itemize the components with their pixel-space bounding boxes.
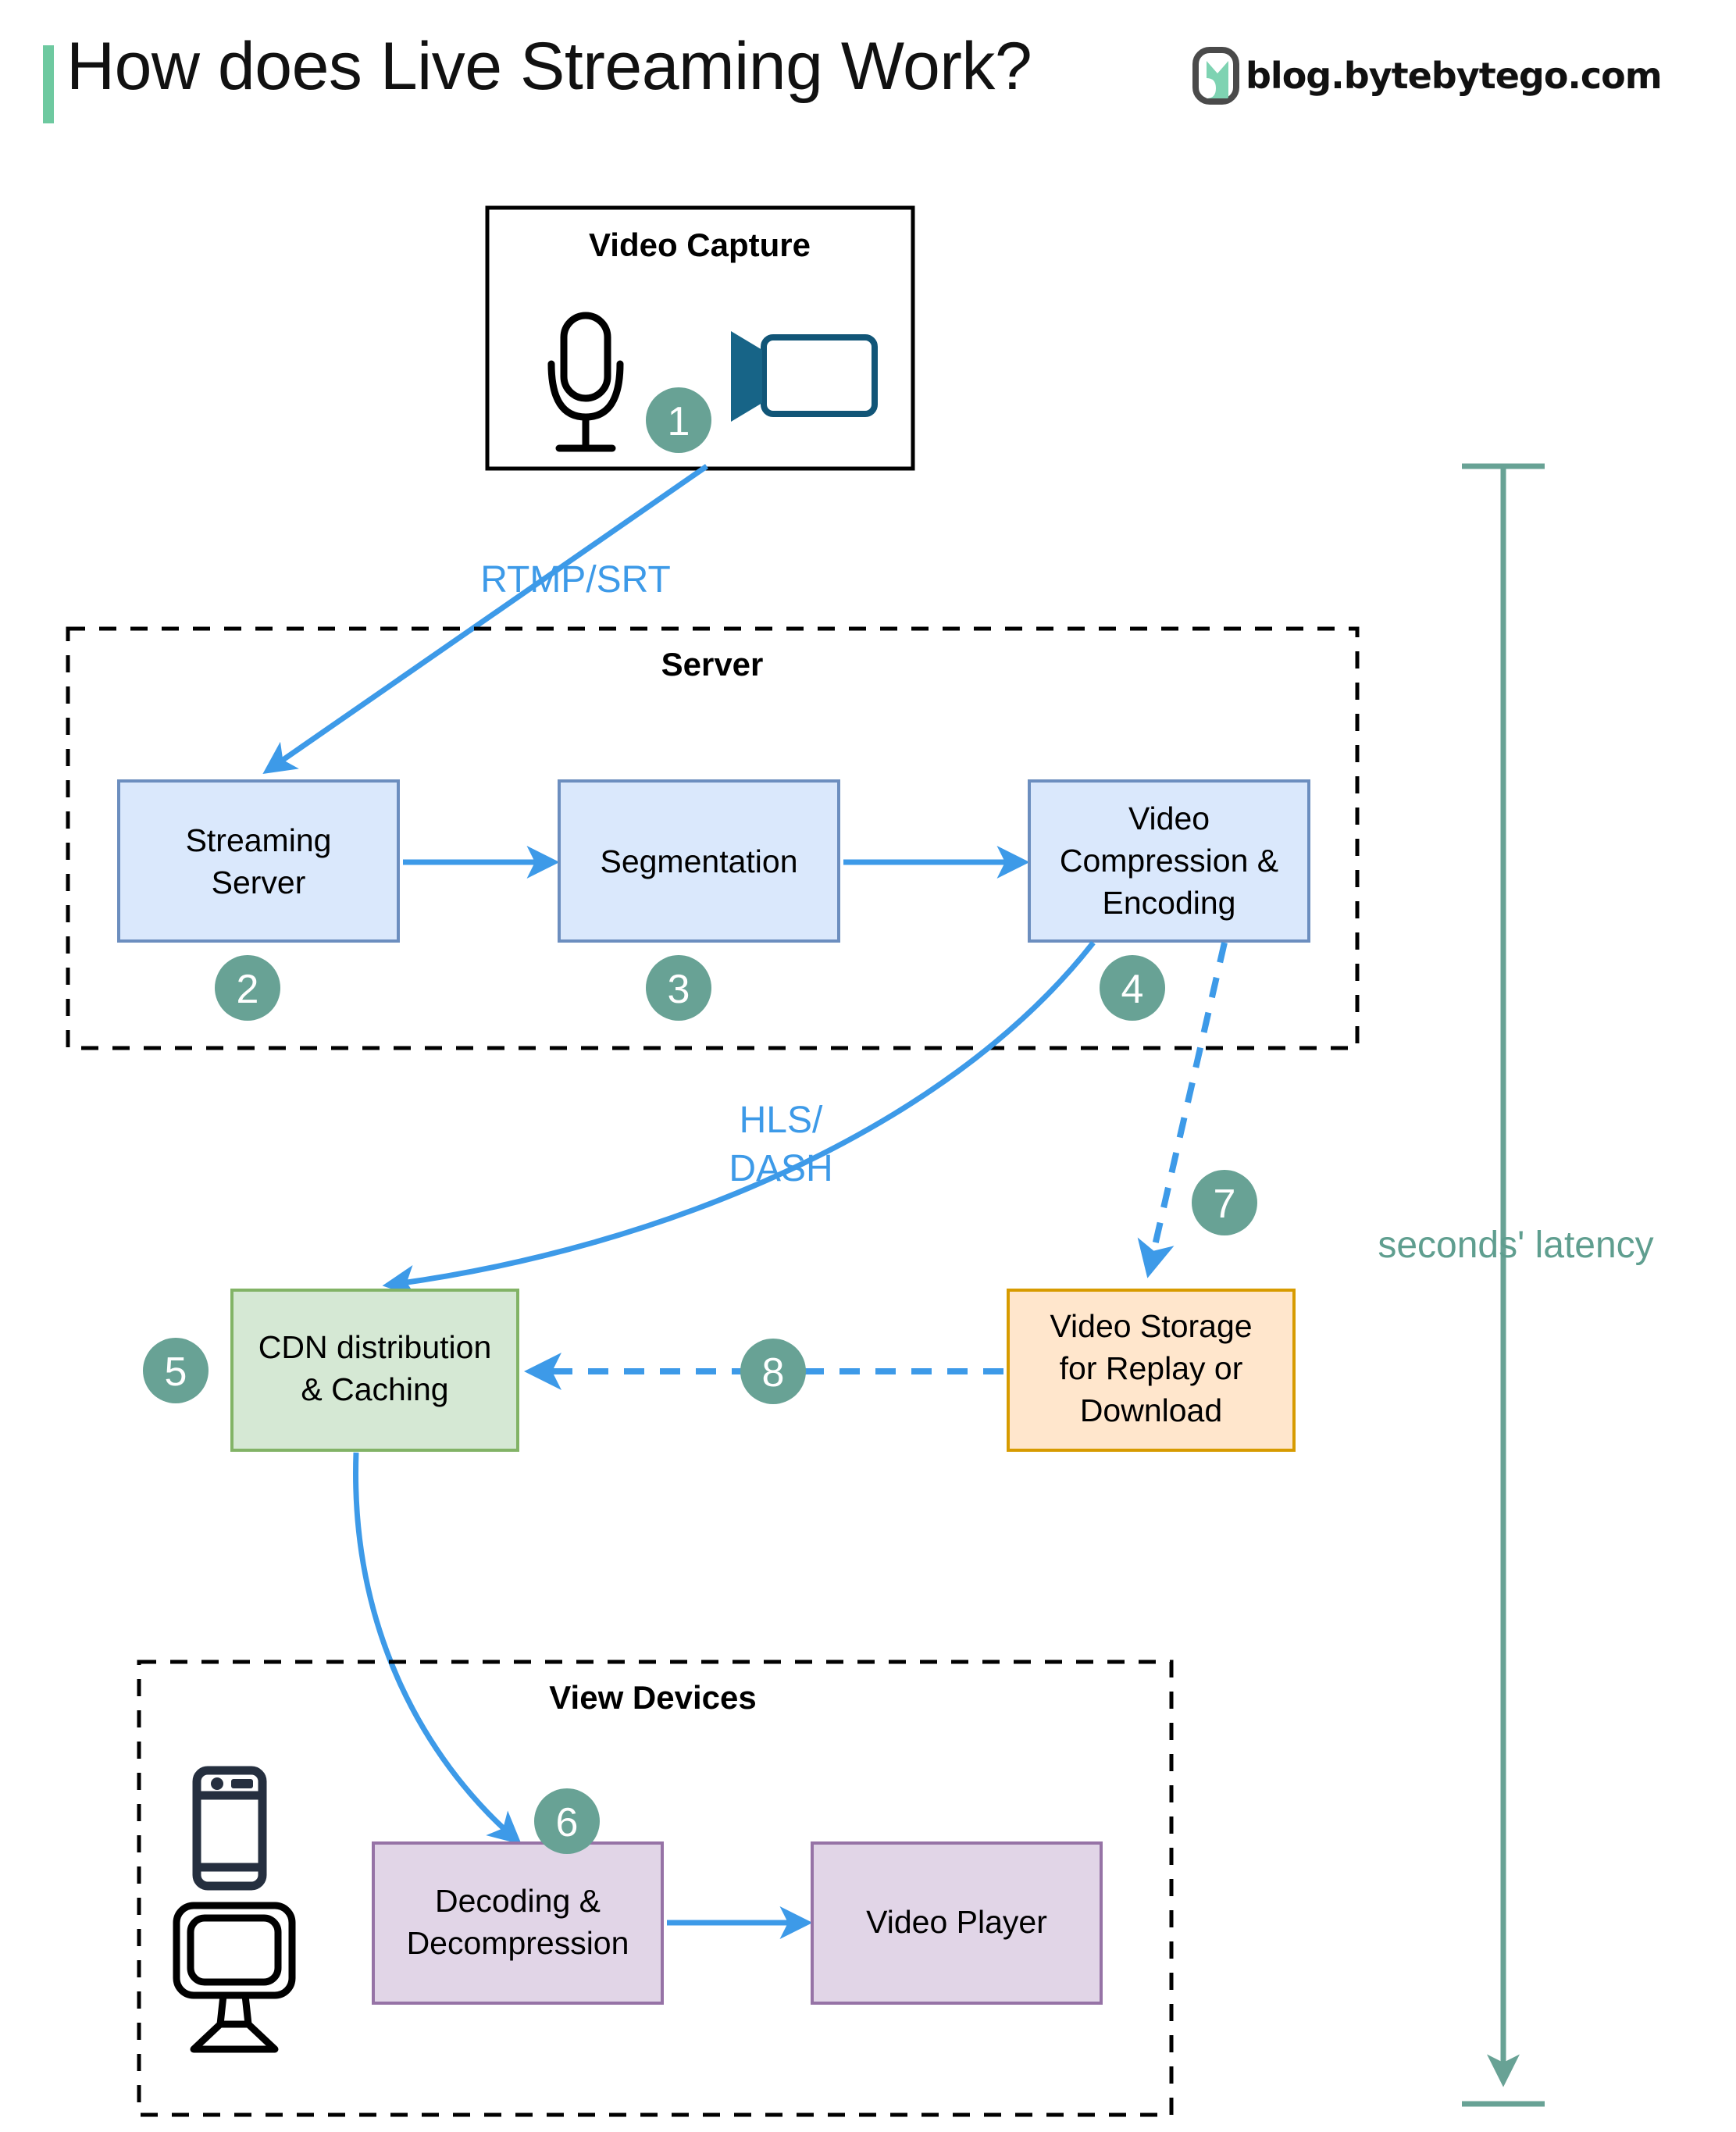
- node-cdn-distribution[interactable]: [230, 1289, 519, 1452]
- node-video-storage-line3: Download: [1080, 1392, 1222, 1428]
- node-decoding-line2: Decompression: [407, 1925, 629, 1961]
- latency-label: seconds' latency: [1378, 1225, 1653, 1266]
- step-badge-5: 5: [143, 1338, 209, 1403]
- node-video-storage-line2: for Replay or: [1060, 1350, 1243, 1386]
- title-accent-bar: [43, 45, 54, 123]
- edge-compression-to-cdn: [382, 940, 1096, 1298]
- video-capture-title: Video Capture: [589, 226, 811, 263]
- node-video-compression-line2: Compression &: [1060, 843, 1278, 879]
- step-badge-6-label: 6: [556, 1800, 579, 1845]
- step-badge-6: 6: [534, 1788, 600, 1854]
- node-video-compression-line1: Video: [1128, 800, 1210, 836]
- step-badge-5-label: 5: [165, 1349, 187, 1395]
- page-header: How does Live Streaming Work? blog.byteb…: [0, 0, 1736, 156]
- node-cdn-line1: CDN distribution: [258, 1329, 492, 1365]
- node-cdn-line2: & Caching: [301, 1371, 448, 1407]
- node-video-storage-line1: Video Storage: [1050, 1308, 1252, 1344]
- edge-cdn-to-decoding: [353, 1452, 522, 1845]
- step-badge-8: 8: [740, 1339, 806, 1404]
- latency-bracket: [1462, 463, 1545, 2107]
- step-badge-3-label: 3: [668, 967, 690, 1012]
- step-badge-2-label: 2: [237, 967, 259, 1012]
- server-group-title: Server: [661, 646, 764, 683]
- server-group-box: [66, 626, 1360, 1050]
- view-devices-group-box: [137, 1660, 1174, 2117]
- step-badge-7: 7: [1192, 1170, 1257, 1235]
- desktop-monitor-icon: [173, 1902, 296, 2053]
- step-badge-7-label: 7: [1214, 1182, 1236, 1227]
- step-badge-4: 4: [1100, 955, 1165, 1021]
- node-video-player-label: Video Player: [866, 1904, 1047, 1940]
- edge-label-hls-line2: DASH: [729, 1148, 832, 1189]
- edge-compression-to-storage: [1137, 942, 1228, 1278]
- node-decoding-line1: Decoding &: [435, 1883, 601, 1919]
- node-streaming-server-line2: Server: [212, 865, 306, 900]
- view-devices-group-title: View Devices: [549, 1679, 756, 1716]
- node-streaming-server[interactable]: [117, 779, 400, 943]
- step-badge-4-label: 4: [1121, 967, 1144, 1012]
- step-badge-3: 3: [646, 955, 711, 1021]
- edge-label-hls-line1: HLS/: [740, 1100, 823, 1141]
- bytebytego-logo-icon: [1192, 47, 1239, 105]
- node-streaming-server-line1: Streaming: [186, 822, 332, 858]
- node-decoding-decompression[interactable]: [372, 1841, 664, 2005]
- video-camera-icon: [731, 331, 878, 422]
- microphone-icon: [547, 312, 624, 452]
- step-badge-2: 2: [215, 955, 280, 1021]
- step-badge-1-label: 1: [668, 399, 690, 444]
- step-badge-8-label: 8: [762, 1350, 785, 1396]
- edge-capture-to-streaming-server: [262, 464, 708, 774]
- brand-url: blog.bytebytego.com: [1246, 55, 1663, 97]
- node-segmentation-label: Segmentation: [600, 843, 797, 879]
- node-video-player[interactable]: [811, 1841, 1103, 2005]
- node-video-storage[interactable]: [1007, 1289, 1296, 1452]
- step-badge-1: 1: [646, 387, 711, 453]
- edge-label-rtmp-srt: RTMP/SRT: [480, 559, 671, 601]
- mobile-phone-icon: [192, 1766, 267, 1891]
- node-video-compression-line3: Encoding: [1103, 885, 1236, 921]
- page-title: How does Live Streaming Work?: [66, 29, 1032, 104]
- node-segmentation[interactable]: [558, 779, 840, 943]
- brand-block: blog.bytebytego.com: [1192, 47, 1663, 105]
- node-video-compression[interactable]: [1028, 779, 1310, 943]
